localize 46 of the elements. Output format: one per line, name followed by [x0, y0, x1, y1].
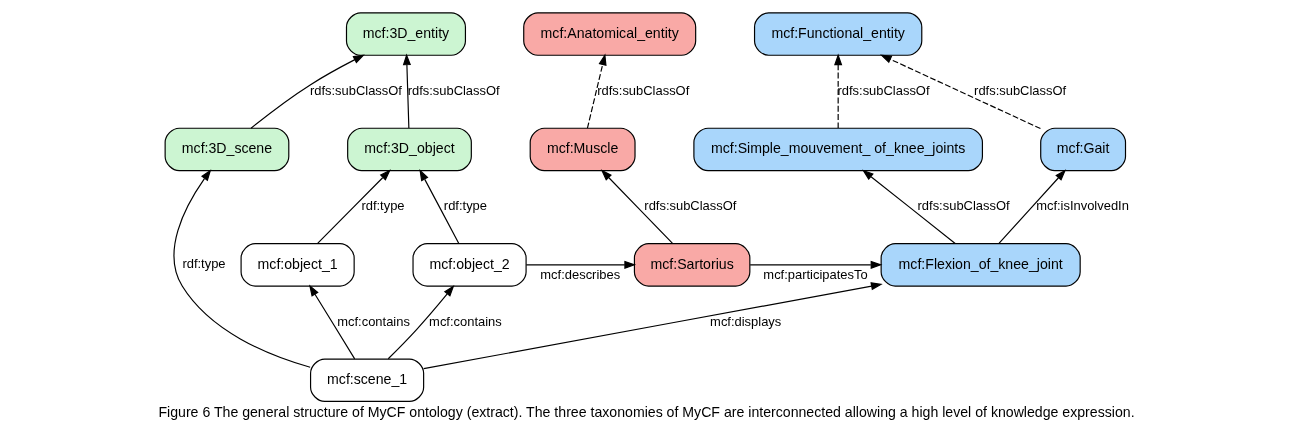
- arrow: [525, 260, 636, 269]
- node-box: mcf:3D_scene: [164, 127, 289, 172]
- node-box: mcf:object_1: [240, 243, 355, 287]
- node-box: mcf:Muscle: [529, 127, 636, 172]
- arrow: [833, 53, 842, 129]
- node-box: mcf:scene_1: [309, 358, 424, 403]
- node-box: mcf:3D_entity: [345, 12, 466, 56]
- edge-label: rdfs:subClassOf: [973, 83, 1066, 99]
- edge-label: mcf:contains: [336, 313, 410, 329]
- arrow: [418, 169, 459, 245]
- arrow: [600, 169, 673, 245]
- arrow: [422, 282, 883, 370]
- edge-label: rdfs:subClassOf: [596, 83, 689, 99]
- node-box: mcf:3D_object: [346, 127, 472, 172]
- arrow: [879, 54, 1041, 130]
- node-box: mcf:Functional_entity: [753, 12, 922, 56]
- arrow: [749, 260, 882, 269]
- arrow: [997, 169, 1066, 245]
- edge-label: rdfs:subClassOf: [836, 83, 930, 99]
- edge-label: mcf:describes: [539, 266, 620, 282]
- edge-label: rdfs:subClassOf: [309, 83, 402, 99]
- arrow: [316, 169, 391, 245]
- edge-label: mcf:displays: [709, 313, 781, 329]
- arrow: [308, 284, 355, 360]
- arrow: [402, 53, 411, 129]
- arrow: [586, 53, 607, 129]
- node-box: mcf:object_2: [411, 243, 527, 287]
- node-box: mcf:Sartorius: [633, 243, 750, 287]
- edge-label: mcf:contains: [428, 313, 502, 329]
- arrow: [249, 54, 365, 129]
- arrow: [172, 169, 311, 368]
- edge-label: rdfs:subClassOf: [917, 198, 1010, 214]
- edge-label: rdfs:subClassOf: [407, 83, 500, 99]
- node-box: mcf:Gait: [1039, 127, 1126, 172]
- caption: Figure 6 The general structure of MyCF ontology (extract). The three taxonomies of MyCF are interconnected allowing a high level of knowledge expression.: [157, 404, 1135, 421]
- edge-label: rdf:type: [360, 198, 405, 214]
- edge-label: rdfs:subClassOf: [643, 198, 736, 214]
- edge-label: mcf:participatesTo: [762, 266, 868, 282]
- edge-label: rdf:type: [181, 256, 226, 272]
- arrow: [861, 169, 956, 245]
- node-box: mcf:Flexion_of_knee_joint: [880, 243, 1081, 287]
- node-box: mcf:Anatomical_entity: [522, 12, 696, 56]
- edge-label: mcf:isInvolvedIn: [1035, 198, 1129, 214]
- node-box: mcf:Simple_mouvement_ of_knee_joints: [692, 127, 983, 172]
- arrow: [387, 285, 454, 360]
- edge-label: rdf:type: [443, 198, 487, 214]
